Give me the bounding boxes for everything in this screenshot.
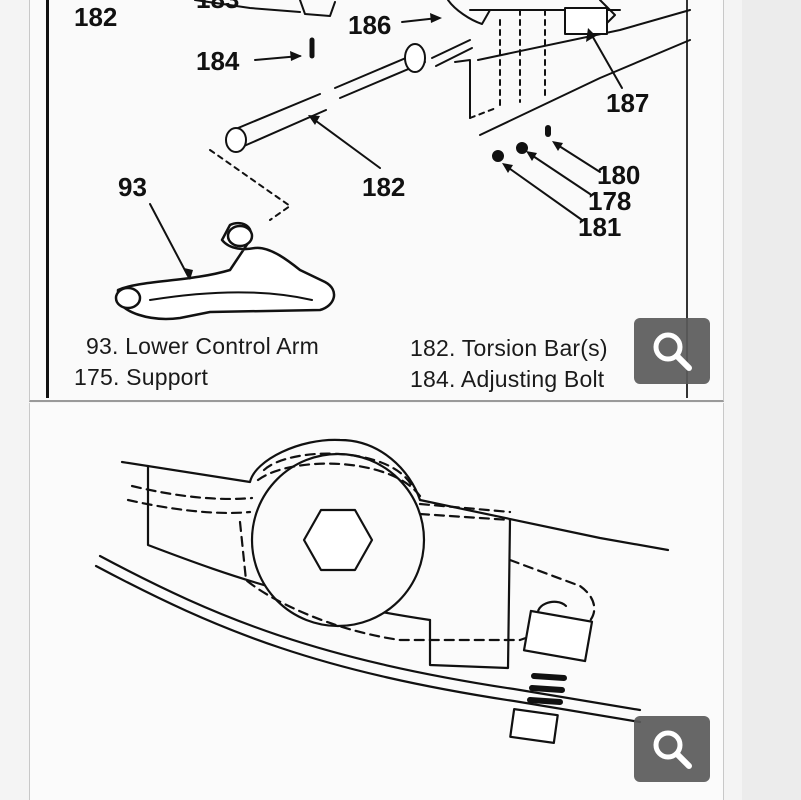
- right-margin: [742, 0, 801, 800]
- magnifier-icon: [653, 332, 692, 371]
- callout-183-partial: 183: [196, 0, 239, 14]
- leader-93: [149, 203, 189, 277]
- callout-180: 180: [597, 160, 640, 190]
- zoom-button-top[interactable]: [634, 318, 710, 384]
- partial-part-bracket: [299, 0, 336, 17]
- callout-184: 184: [196, 46, 240, 76]
- legend-num: 184.: [410, 366, 456, 392]
- bolt-head: [509, 707, 559, 745]
- legend-label: Adjusting Bolt: [460, 366, 605, 392]
- diagram-frame-right: [686, 0, 688, 398]
- legend-label: Torsion Bar(s): [461, 335, 608, 361]
- legend-num: 175.: [74, 364, 120, 390]
- frame-rail-upper: [120, 438, 670, 552]
- torsion-bar-end: [404, 43, 426, 73]
- dashed-guide-93: [209, 149, 291, 221]
- legend-item-182: 182. Torsion Bar(s): [410, 335, 608, 362]
- callout-186: 186: [348, 10, 391, 40]
- callout-182-mid: 182: [362, 172, 405, 202]
- callout-187: 187: [606, 88, 649, 118]
- callout-178: 178: [588, 186, 631, 216]
- legend-item-175: 175. Support: [74, 364, 208, 391]
- legend-item-93: 93. Lower Control Arm: [86, 333, 319, 360]
- bolt-threads: [527, 673, 567, 705]
- leader-182: [311, 117, 381, 169]
- legend-label: Lower Control Arm: [125, 333, 320, 359]
- leader-187: [589, 31, 623, 89]
- bracket-top: [447, 0, 491, 25]
- callout-182-top: 182: [74, 2, 117, 32]
- legend-label: Support: [126, 364, 209, 390]
- legend-num: 93.: [86, 333, 119, 359]
- adjuster-nut: [522, 609, 594, 663]
- frame-lower-edge: [479, 39, 691, 136]
- support-bracket: [564, 7, 608, 35]
- top-diagram-panel: [29, 0, 724, 402]
- legend-item-184: 184. Adjusting Bolt: [410, 366, 604, 393]
- bracket-outline-right: [428, 518, 512, 670]
- leader-178: [529, 153, 591, 195]
- zoom-button-bottom[interactable]: [634, 716, 710, 782]
- torsion-bar-spline: [431, 39, 473, 67]
- hex-head: [302, 508, 374, 572]
- legend-num: 182.: [410, 335, 456, 361]
- frame-rail-lower-2: [94, 564, 642, 724]
- leader-180: [555, 143, 601, 173]
- callout-181: 181: [578, 212, 621, 242]
- diagram-frame-left: [46, 0, 49, 398]
- top-diagram: 182 183 186 184 187 93 182 180 178 181: [74, 0, 691, 321]
- partial-part-line: [194, 0, 301, 13]
- leader-181: [505, 165, 583, 221]
- callout-93: 93: [118, 172, 147, 202]
- magnifier-icon: [653, 730, 692, 769]
- frame-rail-lower-1: [98, 554, 642, 712]
